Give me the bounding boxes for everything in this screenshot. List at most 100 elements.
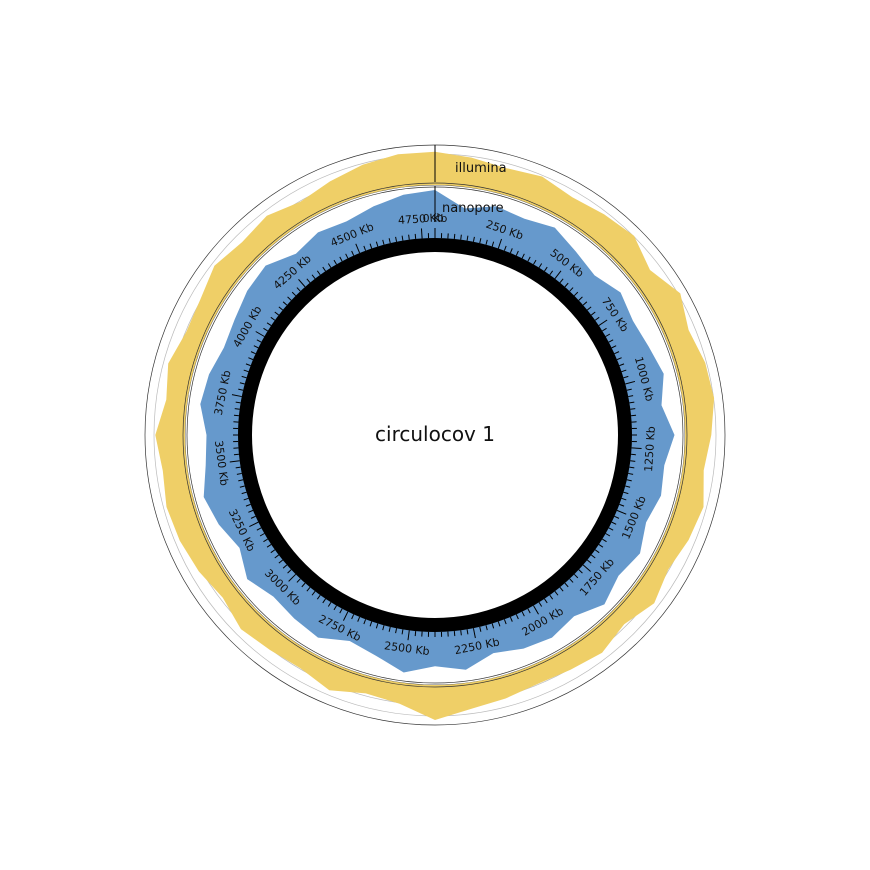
minor-tick bbox=[296, 287, 301, 292]
major-tick bbox=[288, 573, 297, 582]
minor-tick bbox=[263, 327, 268, 332]
nanopore-guide-ring bbox=[182, 182, 688, 688]
minor-tick bbox=[527, 608, 531, 614]
major-tick bbox=[616, 509, 627, 515]
minor-tick bbox=[586, 306, 592, 311]
minor-tick bbox=[594, 316, 600, 321]
minor-tick bbox=[266, 544, 272, 548]
minor-tick bbox=[503, 619, 507, 625]
minor-tick bbox=[363, 245, 367, 251]
minor-tick bbox=[248, 357, 254, 361]
minor-tick bbox=[351, 614, 355, 620]
minor-tick bbox=[605, 533, 611, 537]
minor-tick bbox=[369, 621, 373, 627]
minor-tick bbox=[625, 485, 631, 488]
minor-tick bbox=[521, 611, 525, 617]
chart-title: circulocov 1 bbox=[375, 422, 495, 446]
minor-tick bbox=[253, 345, 259, 349]
minor-tick bbox=[322, 266, 326, 272]
minor-tick bbox=[527, 256, 531, 262]
minor-tick bbox=[311, 274, 316, 280]
minor-tick bbox=[559, 278, 564, 284]
minor-tick bbox=[598, 544, 604, 548]
minor-tick bbox=[549, 270, 554, 276]
minor-tick bbox=[316, 594, 321, 600]
minor-tick bbox=[306, 278, 311, 284]
minor-tick bbox=[369, 243, 373, 249]
minor-tick bbox=[296, 578, 301, 583]
minor-tick bbox=[351, 250, 355, 256]
minor-tick bbox=[614, 351, 620, 355]
minor-tick bbox=[509, 616, 513, 622]
minor-tick bbox=[235, 401, 241, 404]
minor-tick bbox=[564, 582, 569, 588]
minor-tick bbox=[301, 582, 306, 588]
minor-tick bbox=[333, 605, 337, 611]
minor-tick bbox=[479, 238, 482, 244]
nanopore-label: nanopore bbox=[442, 201, 504, 216]
minor-tick bbox=[573, 573, 579, 579]
major-tick bbox=[298, 279, 306, 288]
minor-tick bbox=[256, 339, 262, 343]
minor-tick bbox=[569, 578, 574, 583]
minor-tick bbox=[544, 598, 548, 604]
minor-tick bbox=[243, 369, 249, 373]
minor-tick bbox=[236, 472, 242, 475]
minor-tick bbox=[460, 630, 462, 636]
minor-tick bbox=[626, 388, 632, 391]
major-tick bbox=[598, 319, 608, 326]
minor-tick bbox=[250, 351, 256, 355]
minor-tick bbox=[245, 503, 251, 507]
minor-tick bbox=[287, 569, 292, 574]
minor-tick bbox=[619, 363, 625, 367]
minor-tick bbox=[238, 479, 244, 482]
minor-tick bbox=[605, 333, 611, 337]
tick-label: 4750 Kb bbox=[398, 211, 444, 227]
minor-tick bbox=[274, 554, 280, 559]
major-tick bbox=[249, 521, 259, 528]
minor-tick bbox=[239, 485, 245, 488]
minor-tick bbox=[241, 375, 247, 379]
minor-tick bbox=[327, 263, 332, 268]
minor-tick bbox=[250, 515, 256, 519]
minor-tick bbox=[256, 527, 262, 531]
minor-tick bbox=[270, 316, 276, 321]
genome-ring bbox=[238, 238, 632, 632]
illumina-label: illumina bbox=[455, 161, 507, 176]
minor-tick bbox=[594, 549, 600, 554]
major-tick bbox=[554, 270, 562, 280]
minor-tick bbox=[263, 538, 268, 543]
major-tick bbox=[582, 564, 591, 572]
minor-tick bbox=[626, 479, 632, 482]
major-tick bbox=[342, 611, 349, 621]
minor-tick bbox=[388, 238, 391, 244]
minor-tick bbox=[311, 590, 316, 596]
minor-tick bbox=[466, 235, 469, 241]
minor-tick bbox=[602, 327, 607, 332]
minor-tick bbox=[278, 559, 284, 564]
minor-tick bbox=[306, 586, 311, 592]
major-tick bbox=[420, 228, 423, 239]
minor-tick bbox=[274, 311, 280, 316]
minor-tick bbox=[611, 345, 617, 349]
major-tick bbox=[533, 605, 539, 615]
minor-tick bbox=[316, 270, 321, 276]
minor-tick bbox=[282, 301, 288, 306]
minor-tick bbox=[602, 538, 607, 543]
minor-tick bbox=[614, 515, 620, 519]
minor-tick bbox=[497, 621, 501, 627]
minor-tick bbox=[282, 564, 288, 569]
minor-tick bbox=[235, 466, 241, 469]
minor-tick bbox=[322, 598, 326, 604]
minor-tick bbox=[259, 533, 265, 537]
minor-tick bbox=[395, 236, 398, 242]
minor-tick bbox=[590, 554, 596, 559]
minor-tick bbox=[479, 626, 482, 632]
minor-tick bbox=[375, 241, 379, 247]
minor-tick bbox=[630, 408, 636, 410]
minor-tick bbox=[623, 375, 629, 379]
minor-tick bbox=[239, 382, 245, 385]
minor-tick bbox=[538, 602, 543, 607]
minor-tick bbox=[270, 549, 276, 554]
